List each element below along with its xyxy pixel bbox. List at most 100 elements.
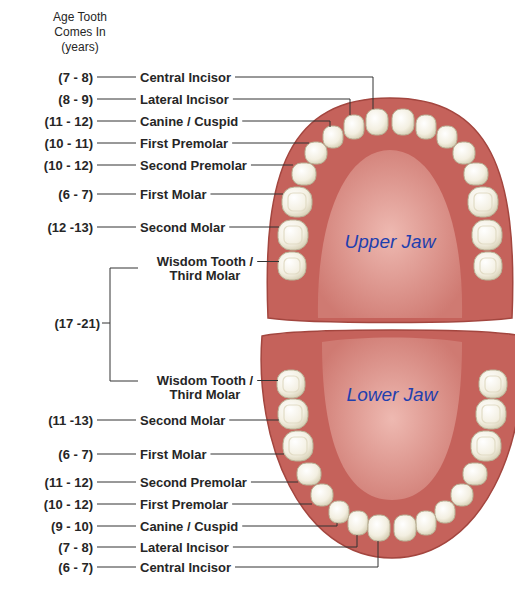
- tooth-crown: [476, 399, 506, 429]
- palate: [322, 338, 462, 501]
- tooth-crown: [292, 163, 316, 185]
- tooth-crown: [278, 220, 308, 250]
- tooth-name: Wisdom Tooth / Third Molar: [140, 374, 270, 402]
- palate: [318, 150, 462, 318]
- age-range: (11 - 12): [45, 475, 93, 490]
- tooth-crown: [348, 511, 368, 535]
- jaw: Lower Jaw: [255, 325, 515, 565]
- jaw-label: Upper Jaw: [345, 231, 436, 253]
- connector-dash: [97, 420, 136, 421]
- leader-line: [210, 194, 283, 195]
- molar-cusp: [284, 405, 302, 423]
- tooth-crown: [368, 515, 390, 541]
- connector-dash: [97, 99, 136, 100]
- tooth-crown: [297, 463, 321, 485]
- age-range: (12 -13): [47, 220, 93, 235]
- tooth: [368, 515, 390, 541]
- connector-dash: [97, 227, 136, 228]
- tooth: [366, 109, 388, 135]
- molar-cusp: [284, 226, 302, 244]
- tooth-crown: [277, 370, 305, 398]
- tooth: [416, 511, 436, 535]
- age-range: (9 - 10): [51, 519, 93, 534]
- tooth: [453, 142, 475, 164]
- leader-line: [235, 541, 378, 567]
- leader-line: [210, 454, 284, 455]
- tooth: [278, 399, 308, 429]
- connector-dash: [97, 143, 136, 144]
- tooth: [305, 142, 327, 164]
- tooth-crown: [437, 126, 457, 148]
- connector-dash: [97, 194, 136, 195]
- age-range: (8 - 9): [58, 92, 93, 107]
- tooth-crown: [451, 484, 473, 506]
- tooth-name: Second Premolar: [140, 158, 247, 173]
- tooth: [344, 115, 364, 139]
- jaw-outline: [255, 325, 515, 565]
- tooth: [311, 484, 333, 506]
- tooth: [292, 163, 316, 185]
- tooth: [283, 431, 313, 461]
- tooth-name: First Premolar: [140, 497, 228, 512]
- tooth-crown: [463, 463, 487, 485]
- tooth-name: Second Molar: [140, 413, 225, 428]
- tooth-crown: [468, 187, 498, 217]
- tooth-name: Canine / Cuspid: [140, 519, 238, 534]
- tooth-crown: [366, 109, 388, 135]
- tooth-name: First Molar: [140, 187, 206, 202]
- molar-cusp: [480, 258, 496, 274]
- tooth-name: First Premolar: [140, 136, 228, 151]
- tooth: [278, 220, 308, 250]
- leader-line: [235, 77, 373, 109]
- tooth-crown: [416, 115, 436, 139]
- tooth-crown: [311, 484, 333, 506]
- tooth-crown: [479, 370, 507, 398]
- tooth-crown: [464, 163, 488, 185]
- leader-line: [242, 523, 337, 526]
- connector-dash: [97, 504, 136, 505]
- tooth: [471, 431, 501, 461]
- age-range: (17 -21): [54, 316, 100, 331]
- molar-cusp: [478, 226, 496, 244]
- tooth: [277, 370, 305, 398]
- leader-line: [257, 261, 279, 262]
- tooth-name: Central Incisor: [140, 70, 231, 85]
- jaw: Upper Jaw: [255, 95, 515, 325]
- connector-dash: [97, 77, 136, 78]
- tooth-crown: [305, 142, 327, 164]
- tooth-crown: [416, 511, 436, 535]
- column-header: Age Tooth Comes In (years): [44, 10, 116, 55]
- connector-dash: [97, 454, 136, 455]
- tooth-name: Canine / Cuspid: [140, 114, 238, 129]
- jaw-outline: [255, 95, 515, 325]
- leader-line: [257, 380, 278, 381]
- molar-cusp: [477, 437, 495, 455]
- tooth-name: Wisdom Tooth / Third Molar: [140, 255, 270, 283]
- tooth: [394, 515, 416, 541]
- tooth-crown: [282, 187, 312, 217]
- tooth-crown: [278, 252, 306, 280]
- molar-cusp: [482, 405, 500, 423]
- tooth: [472, 220, 502, 250]
- leader-line: [251, 165, 293, 166]
- leader-line: [229, 420, 279, 421]
- leader-line: [232, 143, 309, 144]
- tooth-crown: [453, 142, 475, 164]
- tooth-crown: [472, 220, 502, 250]
- tooth: [282, 187, 312, 217]
- connector-dash: [97, 482, 136, 483]
- tooth: [329, 501, 349, 523]
- age-range: (10 - 12): [44, 497, 93, 512]
- tooth: [479, 370, 507, 398]
- tooth-crown: [392, 109, 414, 135]
- tooth-crown: [283, 431, 313, 461]
- leader-line: [232, 504, 312, 505]
- molar-cusp: [288, 193, 306, 211]
- tooth-name: Central Incisor: [140, 560, 231, 575]
- tooth: [476, 399, 506, 429]
- tooth-crown: [323, 126, 343, 148]
- tooth: [463, 463, 487, 485]
- age-range: (6 - 7): [58, 560, 93, 575]
- leader-line: [251, 482, 298, 483]
